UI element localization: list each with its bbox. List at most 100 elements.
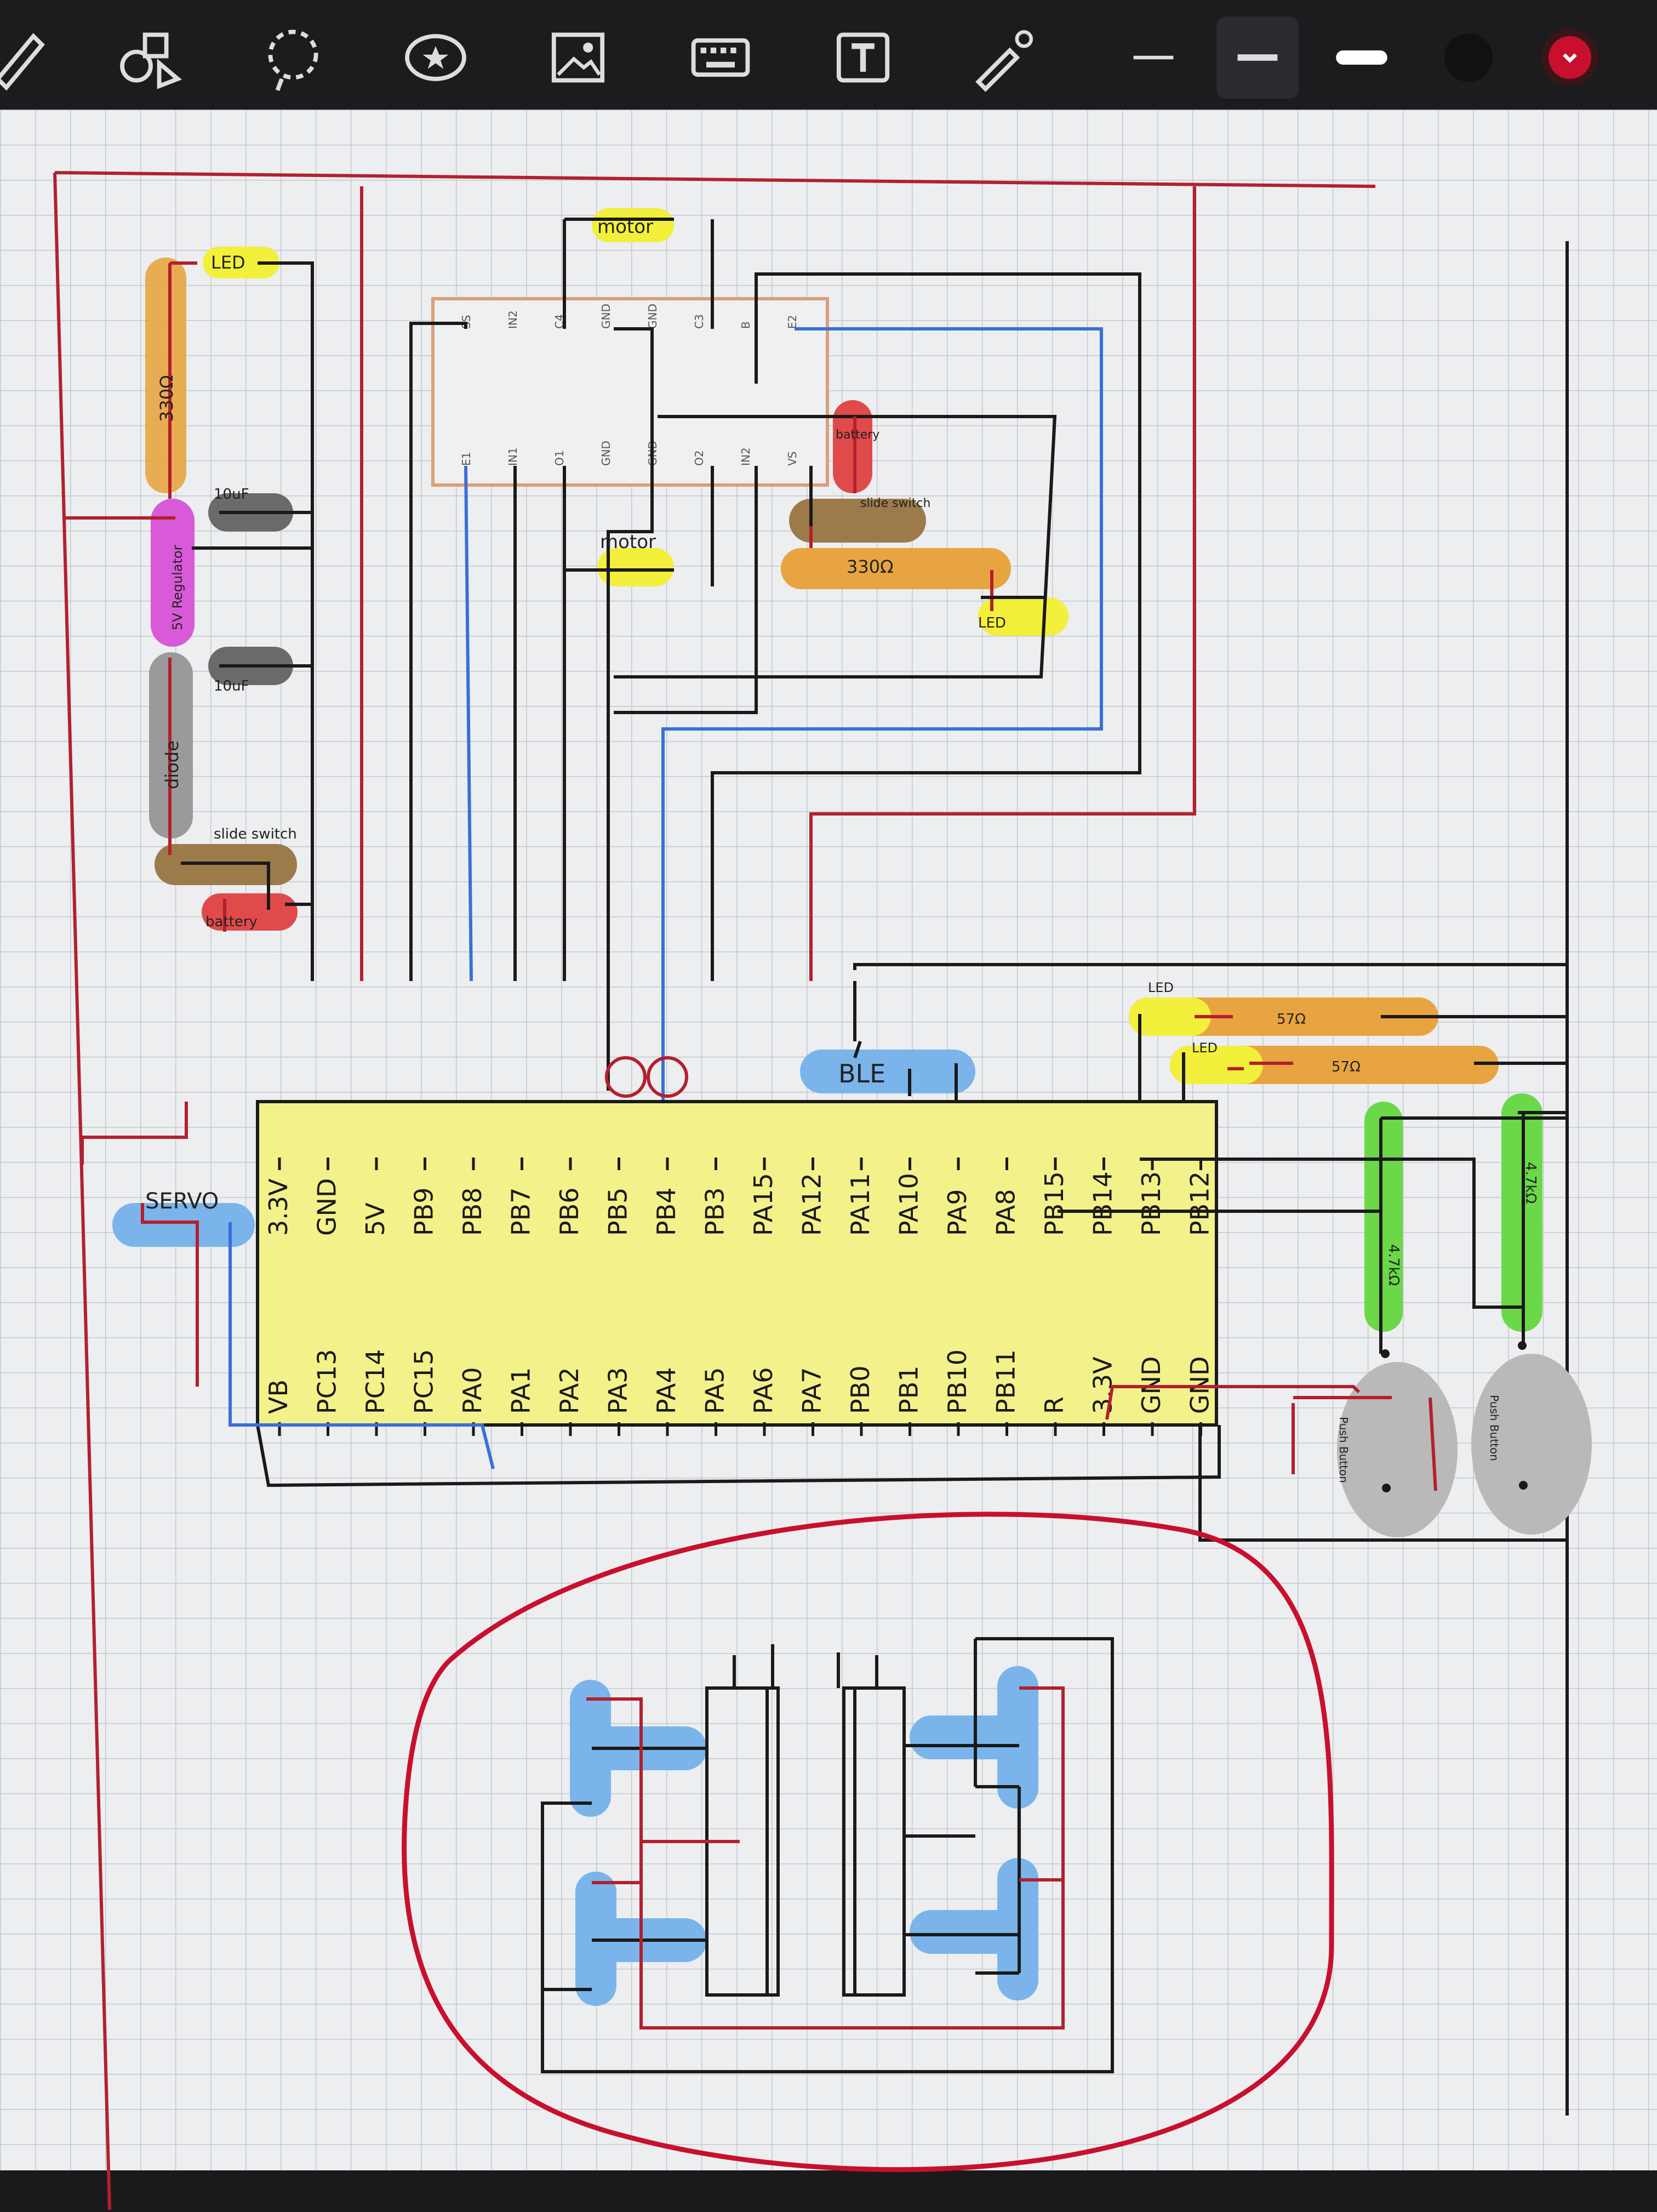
driver-top-pin-label: GND <box>599 304 613 329</box>
push-button-2 <box>1471 1354 1592 1535</box>
resistor-label-5: 4.7kΩ <box>1385 1244 1402 1286</box>
junction-marker-2 <box>647 1056 688 1098</box>
circle-annotation <box>402 1512 1334 2173</box>
mcu-top-pin-label: PA12 <box>797 1173 827 1236</box>
mcu-bottom-pin-label: PA1 <box>506 1367 536 1414</box>
servo-label: SERVO <box>145 1189 219 1214</box>
slide-switch-label-1: slide switch <box>214 826 297 842</box>
capacitor-label-2: 10uF <box>214 678 249 694</box>
mcu-top-pin-label: PB3 <box>700 1187 730 1236</box>
mcu-bottom-pin-label: PC14 <box>361 1349 390 1414</box>
diode-label: diode <box>162 740 182 789</box>
outer-rails <box>53 171 1569 2210</box>
regulator-label: 5V Regulator <box>170 545 185 630</box>
mcu-top-pin-label: PA8 <box>991 1189 1021 1236</box>
driver-top-pin-label: GND <box>646 304 659 329</box>
resistor-highlight-2 <box>781 548 1011 589</box>
led-highlight-3 <box>1129 997 1211 1036</box>
ble-highlight <box>800 1050 975 1093</box>
mcu-body <box>256 1100 1218 1427</box>
lasso-icon[interactable] <box>252 16 334 99</box>
battery-label-1: battery <box>205 914 258 930</box>
led-highlight-4 <box>1170 1046 1263 1084</box>
bottom-bezel <box>0 2170 1657 2210</box>
circled-subcircuit <box>402 1512 1334 2173</box>
sticker-icon[interactable] <box>395 16 477 99</box>
motor-highlight-top <box>592 208 674 242</box>
mcu-top-pin-label: PB9 <box>409 1187 439 1236</box>
driver-bottom-pin-label: GND <box>599 441 613 466</box>
mcu-bottom-pin-label: PA4 <box>652 1367 681 1414</box>
motor-label-bottom: motor <box>600 531 656 553</box>
motor-highlight-bottom <box>597 548 674 586</box>
button-label-1: Push Button <box>1337 1417 1350 1483</box>
mcu-top-pin-label: GND <box>312 1178 342 1236</box>
regulator-highlight <box>151 499 195 647</box>
mcu-bottom-pin-label: PB10 <box>942 1349 972 1414</box>
driver-top-pin-label: C3 <box>693 314 706 329</box>
slide-switch-label-2: slide switch <box>860 497 930 510</box>
capacitor-label-1: 10uF <box>214 486 249 503</box>
junction-marker-1 <box>605 1056 647 1098</box>
mcu-bottom-pin-label: PA0 <box>458 1367 487 1414</box>
image-icon[interactable] <box>537 16 619 99</box>
resistor-label-2: 330Ω <box>847 556 894 577</box>
pen-icon[interactable] <box>0 16 60 99</box>
slide-switch-highlight-2 <box>789 499 926 543</box>
led-label-1: LED <box>211 252 245 273</box>
mcu-bottom-pin-label: PA6 <box>748 1367 778 1414</box>
driver-top-pin-label: IN2 <box>506 310 519 329</box>
driver-bottom-pin-label: IN1 <box>506 447 519 466</box>
battery-label-2: battery <box>836 428 879 442</box>
ble-module: BLE <box>800 981 975 1102</box>
mcu-bottom-pin-label: R <box>1039 1396 1069 1414</box>
resistor-label-4: 57Ω <box>1332 1059 1361 1075</box>
servo-connector: SERVO <box>112 1189 495 1469</box>
mcu-top-pin-label: PB6 <box>555 1187 584 1236</box>
servo-highlight <box>112 1203 255 1247</box>
mcu-top-pin-label: PB5 <box>603 1187 633 1236</box>
driver-bottom-pin-label: VS <box>786 452 799 466</box>
stroke-medium-icon[interactable] <box>1216 16 1299 99</box>
mcu-bottom-pin-label: VB <box>264 1379 293 1414</box>
mcu-bottom-pin-label: PA3 <box>603 1367 633 1414</box>
resistor-label-3: 57Ω <box>1277 1011 1306 1028</box>
shapes-icon[interactable] <box>110 16 192 99</box>
color-black-swatch[interactable] <box>1427 16 1510 99</box>
driver-bottom-pin-label: IN2 <box>739 447 752 466</box>
keyboard-icon[interactable] <box>679 16 762 99</box>
color-red-swatch[interactable] <box>1529 16 1611 99</box>
mcu-bottom-pin-label: PC13 <box>312 1349 342 1414</box>
mcu-top-pin-label: 3.3V <box>264 1178 293 1236</box>
mcu-top-pin-label: PB8 <box>458 1187 487 1236</box>
mcu-top-pin-label: PA11 <box>845 1173 875 1236</box>
battery-highlight-2 <box>833 400 872 493</box>
stroke-thin-icon[interactable] <box>1112 16 1195 99</box>
led-label-3: LED <box>1148 980 1174 995</box>
mcu-bottom-pin-label: PC15 <box>409 1349 439 1414</box>
driver-bottom-pin-label: E1 <box>460 452 473 466</box>
mcu-top-pin-label: PA15 <box>748 1173 778 1236</box>
text-box-icon[interactable] <box>822 16 904 99</box>
circuit-schematic: LED 330Ω 10uF 5V Regulator 10uF diode sl… <box>0 110 1657 2210</box>
driver-bottom-pin-label: O1 <box>553 451 566 466</box>
motor-label-top: motor <box>597 216 653 238</box>
push-button-1 <box>1337 1362 1458 1537</box>
mcu-top-pin-label: PB12 <box>1185 1171 1215 1236</box>
mcu-top-pin-label: PA10 <box>894 1173 924 1236</box>
stroke-thick-icon[interactable] <box>1321 16 1403 99</box>
mcu-top-pin-label: 5V <box>361 1202 390 1236</box>
mcu-top-pin-label: PB14 <box>1088 1171 1118 1236</box>
indicator-and-button-circuit: LED 57Ω LED 57Ω 4.7kΩ 4.7kΩ Push Button … <box>853 963 1592 1542</box>
power-circuit: LED 330Ω 10uF 5V Regulator 10uF diode sl… <box>66 186 363 981</box>
mcu-top-pin-label: PA9 <box>942 1189 972 1236</box>
laser-pointer-icon[interactable] <box>964 16 1047 99</box>
drawing-canvas[interactable]: LED 330Ω 10uF 5V Regulator 10uF diode sl… <box>0 110 1657 2210</box>
mcu-bottom-pin-label: PA5 <box>700 1367 730 1414</box>
app-toolbar <box>0 0 1657 110</box>
mcu-top-pin-label: PB15 <box>1039 1171 1069 1236</box>
